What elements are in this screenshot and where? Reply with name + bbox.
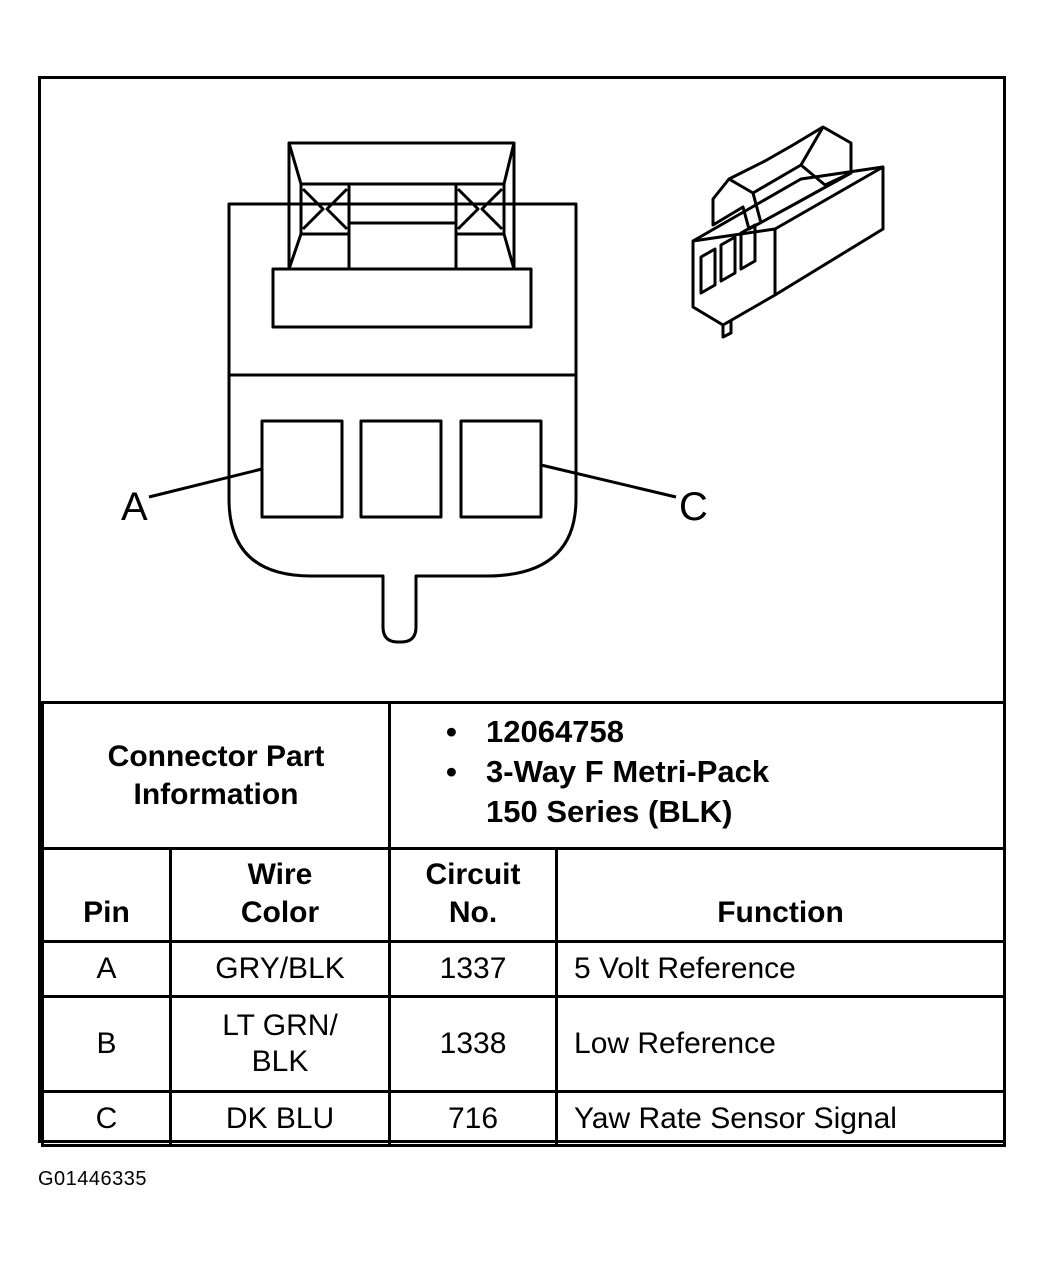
- row-b-function: Low Reference: [555, 995, 1007, 1093]
- connector-part-values-cell: 12064758 3-Way F Metri-Pack 150 Series (…: [388, 701, 1007, 850]
- pin-cavity-b: [359, 419, 443, 519]
- figure-id: G01446335: [38, 1168, 148, 1190]
- row-b-circuit-no: 1338: [388, 995, 559, 1093]
- row-c-circuit-no: 716: [388, 1090, 559, 1147]
- row-a-pin: A: [41, 940, 172, 998]
- latch-right-jaw: [454, 182, 506, 236]
- row-c-wire-color: DK BLU: [168, 1090, 392, 1147]
- connector-part-row: Connector Part Information 12064758 3-Wa…: [40, 701, 1007, 850]
- header-pin: Pin: [41, 847, 172, 943]
- row-b-wire-color-label: LT GRN/ BLK: [222, 1009, 338, 1078]
- table-row: B LT GRN/ BLK 1338 Low Reference: [41, 995, 1007, 1093]
- row-b-wire-color: LT GRN/ BLK: [168, 995, 392, 1093]
- pin-cavity-a: [260, 419, 344, 519]
- table-row: A GRY/BLK 1337 5 Volt Reference: [41, 940, 1007, 998]
- row-a-function: 5 Volt Reference: [555, 940, 1007, 998]
- header-circuit-no: Circuit No.: [388, 847, 559, 943]
- connector-part-label-cell: Connector Part Information: [40, 701, 392, 850]
- pin-label-c: C: [679, 485, 708, 529]
- leader-line-c: [540, 463, 677, 499]
- header-function: Function: [555, 847, 1007, 943]
- row-a-wire-color: GRY/BLK: [168, 940, 392, 998]
- row-c-function: Yaw Rate Sensor Signal: [555, 1090, 1007, 1147]
- connector-body-outline: [227, 202, 578, 644]
- pin-cavity-c: [459, 419, 543, 519]
- part-number: 12064758: [446, 712, 1003, 752]
- leader-line-a: [148, 467, 263, 499]
- table-header-row: Pin Wire Color Circuit No. Function: [41, 847, 1007, 943]
- connector-info-table: Connector Part Information 12064758 3-Wa…: [40, 701, 1007, 1147]
- row-b-pin: B: [41, 995, 172, 1093]
- latch-top: [287, 141, 516, 271]
- latch-left-jaw: [299, 182, 351, 236]
- row-c-pin: C: [41, 1090, 172, 1147]
- header-wire-color-label: Wire Color: [240, 858, 320, 929]
- connector-part-label: Connector Part Information: [107, 739, 325, 811]
- table-row: C DK BLU 716 Yaw Rate Sensor Signal: [41, 1090, 1007, 1147]
- connector-isometric-icon: [691, 125, 885, 339]
- latch-base: [271, 267, 533, 329]
- header-circuit-no-label: Circuit No.: [425, 858, 521, 929]
- connector-figure-frame: A C: [38, 76, 1007, 1147]
- connector-face-view: [148, 141, 677, 644]
- connector-drawing: A C: [41, 79, 1003, 701]
- header-wire-color: Wire Color: [168, 847, 392, 943]
- row-a-circuit-no: 1337: [388, 940, 559, 998]
- connector-part-values: 12064758 3-Way F Metri-Pack 150 Series (…: [446, 712, 1003, 832]
- connector-type: 3-Way F Metri-Pack 150 Series (BLK): [446, 752, 816, 832]
- pin-label-a: A: [121, 485, 148, 529]
